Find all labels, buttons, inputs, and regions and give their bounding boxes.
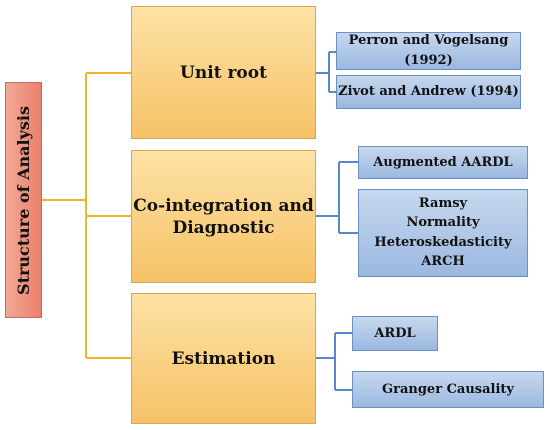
cointegration-label-line1: Co-integration and [133,195,314,216]
main-connectors [42,72,131,359]
granger-causality-label: Granger Causality [382,381,514,397]
root-label: Structure of Analysis [14,105,33,295]
ardl-label: ARDL [374,325,416,341]
ardl-node: ARDL [352,316,438,351]
leaf-connectors [316,51,358,391]
diagnostic-item-ramsy: Ramsy [418,195,468,211]
augmented-aardl-node: Augmented AARDL [358,146,528,179]
estimation-node: Estimation [131,293,316,424]
zivot-node: Zivot and Andrew (1994) [336,75,521,109]
perron-node: Perron and Vogelsang (1992) [336,32,521,70]
estimation-label: Estimation [171,348,276,369]
perron-label-line2: (1992) [404,53,453,68]
root-node: Structure of Analysis [5,82,42,318]
cointegration-label-line2: Diagnostic [172,217,275,238]
diagnostic-item-heteroskedasticity: Heteroskedasticity [374,234,512,250]
augmented-aardl-label: Augmented AARDL [373,154,513,170]
perron-label-line1: Perron and Vogelsang [348,33,509,48]
diagnostics-node: Ramsy Normality Heteroskedasticity ARCH [358,189,528,277]
granger-causality-node: Granger Causality [352,371,544,408]
diagnostic-item-normality: Normality [406,215,480,231]
diagnostic-item-arch: ARCH [421,254,465,270]
unit-root-label: Unit root [180,62,267,83]
cointegration-node: Co-integration and Diagnostic [131,150,316,283]
zivot-label: Zivot and Andrew (1994) [338,84,519,99]
unit-root-node: Unit root [131,6,316,139]
